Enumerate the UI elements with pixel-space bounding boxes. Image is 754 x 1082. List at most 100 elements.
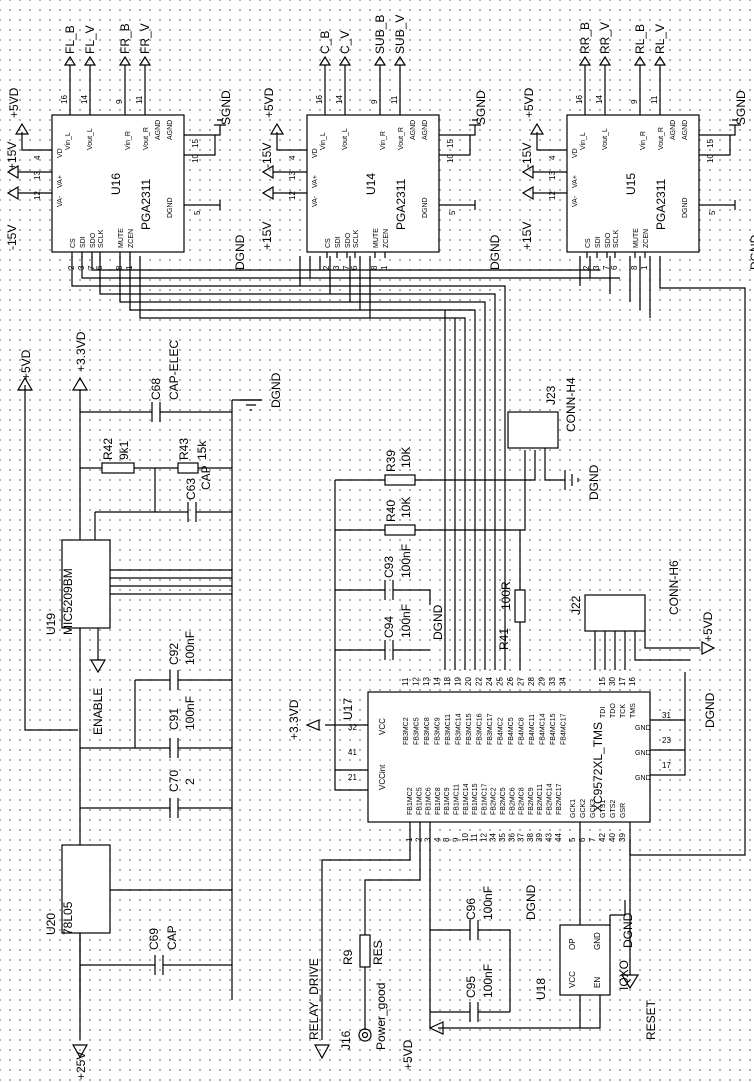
pga-pin-num: 9 — [630, 99, 639, 104]
cpld-pin-num: 12 — [479, 833, 488, 842]
cpld-pin-num: 13 — [422, 677, 431, 686]
pga-vout-l: Vout_L — [342, 128, 349, 150]
c91-val: 100nF — [183, 696, 197, 730]
cpld-bot-fb2mc8: FB2MC8 — [519, 787, 526, 815]
net-fr_b: FR_B — [118, 23, 132, 54]
net-c_b: C_B — [318, 31, 332, 54]
c69-ref: C69 — [147, 928, 161, 950]
pga-pin-num: 4 — [33, 155, 42, 160]
u20-part: 78L05 — [61, 901, 75, 935]
p5vd-left: +5VD — [19, 349, 33, 380]
pga-agnd-2: AGND — [167, 120, 174, 140]
cpld-top-fb4mc14: FB4MC14 — [540, 713, 547, 745]
u19-ref: U19 — [44, 613, 58, 635]
c95-ref: C95 — [464, 976, 478, 998]
cpld-pin-num: 30 — [608, 677, 617, 686]
cpld-top-fb3mc9: FB3MC9 — [435, 717, 442, 745]
cpld-gck3: GCK3 — [590, 799, 597, 818]
pga-pin-num: 3 — [332, 265, 341, 270]
r41-val: 100R — [499, 581, 513, 610]
cpld-pin-num: 1 — [405, 837, 414, 842]
cpld-top-fb3mc5: FB3MC5 — [414, 717, 421, 745]
net-fl_b: FL_B — [63, 25, 77, 54]
dgnd-c96: DGND — [524, 884, 538, 920]
cpld-top-fb4mc2: FB4MC2 — [498, 717, 505, 745]
osc-vcc: VCC — [568, 971, 577, 988]
pga-va-plus: VA+ — [572, 175, 579, 188]
net-rl_v: RL_V — [653, 24, 667, 54]
cpld-pin-num: 27 — [517, 677, 526, 686]
cpld-jtag-tms: TMS — [630, 703, 637, 718]
pga-zcen: ZCEN — [128, 229, 135, 248]
cpld-pin-num: 21 — [348, 773, 357, 782]
cpld-gsr: GSR — [620, 803, 627, 818]
power-good-label: Power_good — [374, 983, 388, 1050]
c93-ref: C93 — [382, 556, 396, 578]
osc-gnd: GND — [593, 932, 602, 950]
pga-zcen: ZCEN — [643, 229, 650, 248]
pga-pin-num: 13 — [33, 171, 42, 180]
cpld-bot-fb2mc11: FB2MC11 — [537, 784, 544, 815]
pga-pin-num: 2 — [322, 265, 331, 270]
c69-val: CAP — [165, 925, 179, 950]
pga-pin-num: 13 — [548, 171, 557, 180]
c92-ref: C92 — [167, 643, 181, 665]
pga-pin-num: 6 — [610, 265, 619, 270]
cpld-bot-fb1mc6: FB1MC6 — [426, 787, 433, 815]
pga-mute: MUTE — [118, 228, 125, 248]
cpld-top-fb3mc2: FB3MC2 — [403, 717, 410, 745]
pga-pin-num: 4 — [288, 155, 297, 160]
c95-val: 100nF — [481, 964, 495, 998]
cpld-pin-num: 28 — [527, 677, 536, 686]
pga-pin-num: 4 — [548, 155, 557, 160]
pga-cs: CS — [70, 238, 77, 248]
cpld-bot-fb2mc9: FB2MC9 — [528, 787, 535, 815]
cpld-jtag-tdi: TDI — [600, 707, 607, 718]
cpld-top-fb3mc11: FB3MC11 — [445, 714, 452, 745]
r9-val: RES — [371, 940, 385, 965]
cpld-pin-num: 3 — [424, 837, 433, 842]
j23-part: CONN-H4 — [564, 377, 578, 432]
cpld-gck2: GCK2 — [580, 799, 587, 818]
net-fl_v: FL_V — [83, 25, 97, 54]
cpld-top-fb4mc5: FB4MC5 — [508, 717, 515, 745]
pga-pin-num: 8 — [630, 265, 639, 270]
pga-pin-num: 12 — [288, 191, 297, 200]
c96-ref: C96 — [464, 898, 478, 920]
cpld-pin-num: 35 — [498, 833, 507, 842]
p5vd-bottom: +5VD — [401, 1039, 415, 1070]
pga-ref: U15 — [624, 173, 638, 195]
pga-cs: CS — [585, 238, 592, 248]
pga-rail-2: +15V — [260, 222, 274, 250]
c91-ref: C91 — [167, 708, 181, 730]
cpld-pin-num: 15 — [598, 677, 607, 686]
cpld-part: XC9572XL_TMS — [591, 722, 605, 812]
labels: U17 XC9572XL_TMS VCC VCCint +3.3VD FB3MC… — [19, 331, 717, 1080]
net-rr_v: RR_V — [598, 22, 612, 54]
cpld-bot-fb2mc5: FB2MC5 — [500, 787, 507, 815]
pga-pin-num: 12 — [548, 191, 557, 200]
pga-5vd: +5VD — [7, 87, 21, 118]
pga-mute: MUTE — [373, 228, 380, 248]
dgnd-osc: DGND — [621, 912, 635, 948]
pga-sgnd: SGND — [474, 90, 488, 125]
pga-vd: VD — [572, 148, 579, 158]
r41-ref: R41 — [497, 628, 511, 650]
pga-va-plus: VA+ — [57, 175, 64, 188]
net-rl_b: RL_B — [633, 24, 647, 54]
pga-vin-l: Vin_L — [320, 132, 327, 150]
pga-va-minus: VA- — [572, 195, 579, 207]
cpld-top-fb4mc17: FB4MC17 — [561, 713, 568, 745]
c68-val: CAP-ELEC — [167, 340, 181, 400]
pga-dgnd: DGND — [422, 197, 429, 218]
pga-pin-num: 9 — [115, 99, 124, 104]
pga-pin-num: 11 — [135, 95, 144, 104]
pga-vout-r: Vout_R — [398, 127, 405, 150]
pga-pin-num: 16 — [315, 95, 324, 104]
c63-val: CAP — [199, 465, 213, 490]
cpld-ref: U17 — [341, 698, 355, 720]
cpld-pin-num: 8 — [442, 837, 451, 842]
cpld-vccint: VCCint — [378, 764, 387, 790]
